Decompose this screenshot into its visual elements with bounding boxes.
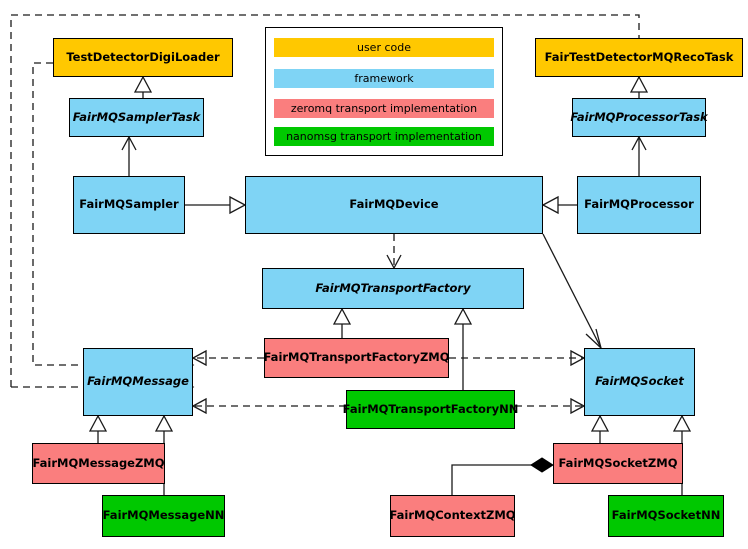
- node-fairmq-transport-factory-zmq[interactable]: FairMQTransportFactoryZMQ: [263, 338, 450, 378]
- legend-panel: user code framework zeromq transport imp…: [265, 27, 503, 156]
- generalization-arrowhead: [453, 307, 473, 325]
- node-fairmq-socket-zmq[interactable]: FairMQSocketZMQ: [553, 443, 683, 484]
- node-label: FairMQTransportFactory: [315, 280, 471, 295]
- node-label: FairMQContextZMQ: [389, 508, 516, 523]
- edge-device-socket: [542, 233, 602, 349]
- node-fair-test-detector-mq-reco-task[interactable]: FairTestDetectorMQRecoTask: [535, 38, 743, 77]
- generalization-arrowhead: [590, 414, 610, 432]
- generalization-arrowhead: [229, 195, 247, 215]
- node-label: FairMQSamplerTask: [72, 109, 201, 124]
- arrowhead-open: [386, 254, 402, 270]
- node-label: TestDetectorDigiLoader: [66, 49, 220, 64]
- node-label: FairMQTransportFactoryZMQ: [263, 350, 450, 365]
- node-fairmq-message[interactable]: FairMQMessage: [83, 348, 193, 416]
- node-label: FairMQSocketNN: [611, 508, 721, 523]
- node-label: FairMQSocket: [595, 374, 684, 389]
- node-label: FairMQMessage: [87, 374, 189, 389]
- node-fairmq-sampler[interactable]: FairMQSampler: [73, 176, 185, 234]
- generalization-arrowhead: [332, 307, 352, 325]
- arrowhead-open: [191, 349, 207, 367]
- arrowhead-open: [631, 135, 647, 151]
- node-fairmq-transport-factory[interactable]: FairMQTransportFactory: [262, 268, 524, 309]
- arrowhead-open: [121, 135, 137, 151]
- node-label: FairMQTransportFactoryNN: [342, 401, 519, 416]
- legend-item-zeromq: zeromq transport implementation: [274, 99, 494, 118]
- node-fairmq-context-zmq[interactable]: FairMQContextZMQ: [389, 495, 516, 537]
- node-label: FairMQDevice: [349, 197, 439, 212]
- arrowhead-open: [191, 397, 207, 415]
- node-label: FairTestDetectorMQRecoTask: [544, 49, 734, 64]
- generalization-arrowhead: [629, 75, 649, 93]
- node-fairmq-processor-task[interactable]: FairMQProcessorTask: [570, 98, 708, 137]
- node-fairmq-socket[interactable]: FairMQSocket: [584, 348, 695, 416]
- node-fairmq-device[interactable]: FairMQDevice: [245, 176, 543, 234]
- legend-label: user code: [356, 41, 412, 54]
- edge-contextzmq-socketzmq: [451, 464, 537, 495]
- node-label: FairMQMessageZMQ: [32, 455, 165, 470]
- arrowhead-open: [585, 328, 603, 351]
- legend-label: zeromq transport implementation: [290, 102, 478, 115]
- node-fairmq-transport-factory-nn[interactable]: FairMQTransportFactoryNN: [343, 390, 518, 429]
- legend-label: nanomsg transport implementation: [286, 130, 482, 143]
- node-fairmq-message-nn[interactable]: FairMQMessageNN: [102, 495, 225, 537]
- legend-item-nanomsg: nanomsg transport implementation: [274, 127, 494, 146]
- arrowhead-open: [570, 397, 586, 415]
- node-fairmq-socket-nn[interactable]: FairMQSocketNN: [608, 495, 724, 537]
- legend-label: framework: [354, 72, 414, 85]
- generalization-arrowhead: [672, 414, 692, 432]
- node-label: FairMQMessageNN: [102, 508, 225, 523]
- node-label: FairMQProcessorTask: [570, 109, 708, 124]
- generalization-arrowhead: [541, 195, 559, 215]
- legend-item-user-code: user code: [274, 38, 494, 57]
- generalization-arrowhead: [88, 414, 108, 432]
- arrowhead-open: [570, 349, 586, 367]
- generalization-arrowhead: [133, 75, 153, 93]
- node-test-detector-digi-loader[interactable]: TestDetectorDigiLoader: [53, 38, 233, 77]
- node-label: FairMQSocketZMQ: [558, 455, 678, 470]
- generalization-arrowhead: [154, 414, 174, 432]
- composition-diamond: [530, 457, 554, 473]
- legend-item-framework: framework: [274, 69, 494, 88]
- node-fairmq-message-zmq[interactable]: FairMQMessageZMQ: [32, 443, 165, 484]
- node-fairmq-processor[interactable]: FairMQProcessor: [577, 176, 701, 234]
- node-label: FairMQProcessor: [584, 197, 694, 212]
- node-label: FairMQSampler: [79, 197, 179, 212]
- node-fairmq-sampler-task[interactable]: FairMQSamplerTask: [69, 98, 204, 137]
